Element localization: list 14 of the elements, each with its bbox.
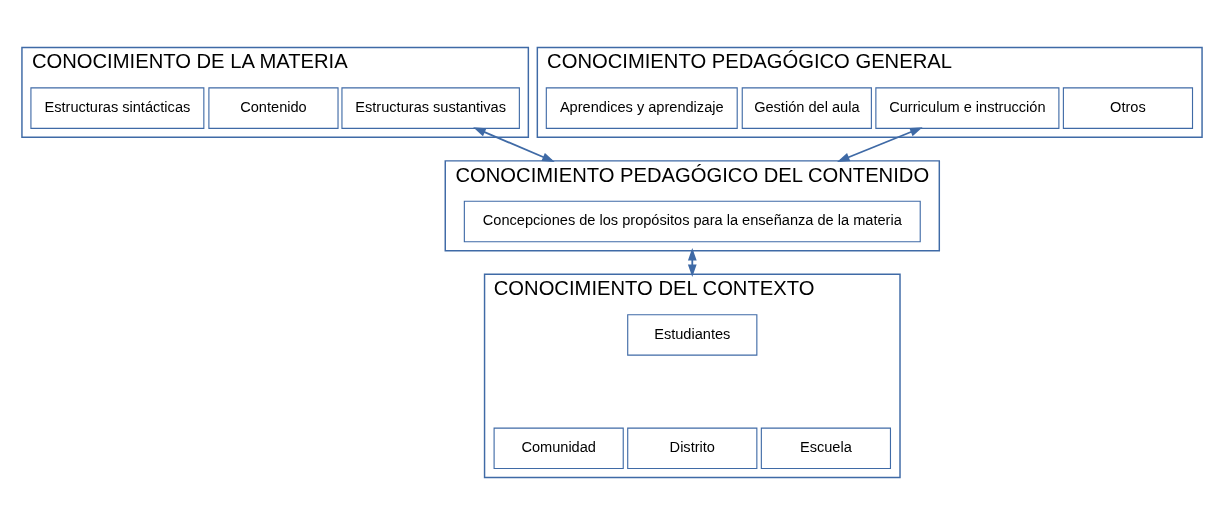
node-box: Escuela — [760, 427, 892, 469]
arrow — [473, 126, 555, 162]
node-box: Estructuras sustantivas — [341, 86, 520, 129]
node-box: Gestión del aula — [741, 86, 872, 129]
node-box: Distrito — [627, 427, 758, 469]
node-box: Aprendices y aprendizaje — [545, 86, 738, 129]
node-box: Curriculum e instrucción — [875, 86, 1060, 129]
node-box: Estructuras sintácticas — [30, 86, 205, 129]
node-box: Estudiantes — [627, 313, 758, 356]
node-box: Concepciones de los propósitos para la enseñanza de la materia — [463, 200, 921, 242]
arrow — [837, 126, 923, 162]
node-box: Comunidad — [493, 427, 624, 469]
node-box: Otros — [1062, 86, 1194, 129]
node-box: Contenido — [208, 86, 339, 129]
